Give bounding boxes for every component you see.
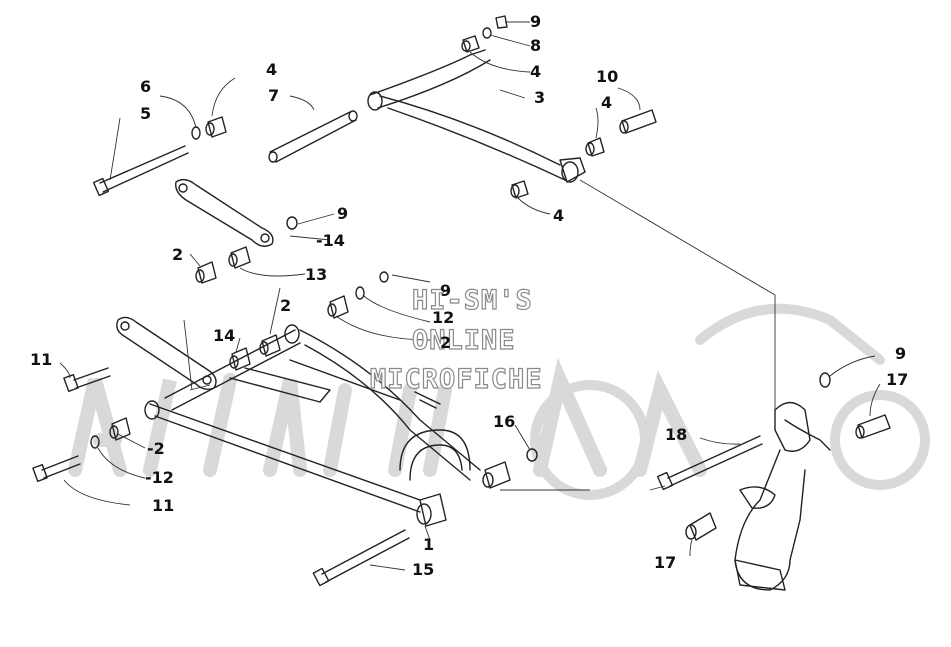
callout-13: 13 (305, 265, 328, 284)
callout-17: 17 (886, 370, 909, 389)
callout-8: 8 (530, 36, 542, 55)
callout-3: 3 (534, 88, 546, 107)
callout-4: 4 (601, 93, 613, 112)
callout-9: 9 (530, 12, 542, 31)
upper-a-arm (367, 49, 586, 183)
callout-5: 5 (140, 104, 152, 123)
callout-10: 10 (596, 67, 619, 86)
upper-bolt (92, 116, 227, 197)
callout-6: 6 (140, 77, 152, 96)
callout-17: 17 (654, 553, 677, 572)
callout-11: 11 (152, 496, 175, 515)
callout-12: 12 (432, 308, 455, 327)
long-bolt (312, 529, 410, 587)
leader-lines (59, 21, 881, 571)
link-rod-upper (175, 178, 298, 247)
shaft (268, 110, 358, 163)
mid-bushings (195, 246, 251, 284)
upper-bushings (461, 15, 657, 199)
callout-1: 1 (423, 535, 435, 554)
lower-bolts (32, 367, 111, 482)
watermark-line-1: HI-SM'S (411, 285, 533, 316)
callout-11: 11 (30, 350, 53, 369)
callout-4: 4 (266, 60, 278, 79)
callout-9: 9 (440, 281, 452, 300)
callout-16: 16 (493, 412, 516, 431)
callout-12: -12 (145, 468, 174, 487)
background-logo (68, 303, 930, 500)
callout-18: 18 (665, 425, 688, 444)
callout-4: 4 (530, 62, 542, 81)
callout-14: -14 (316, 231, 345, 250)
callout-15: 15 (412, 560, 435, 579)
watermark-line-3: MICROFICHE (369, 364, 543, 395)
callout-9: 9 (895, 344, 907, 363)
callout-2: 2 (280, 296, 292, 315)
lower-bushings (90, 271, 538, 462)
callout-7: 7 (268, 86, 280, 105)
callout-2: 2 (440, 333, 452, 352)
callout-2: -2 (147, 439, 165, 458)
callout-4: 4 (553, 206, 565, 225)
callout-2: 2 (172, 245, 184, 264)
watermark-line-2: ONLINE (411, 325, 516, 356)
callout-9: 9 (337, 204, 349, 223)
spindle (656, 372, 891, 591)
callout-14: 14 (213, 326, 236, 345)
